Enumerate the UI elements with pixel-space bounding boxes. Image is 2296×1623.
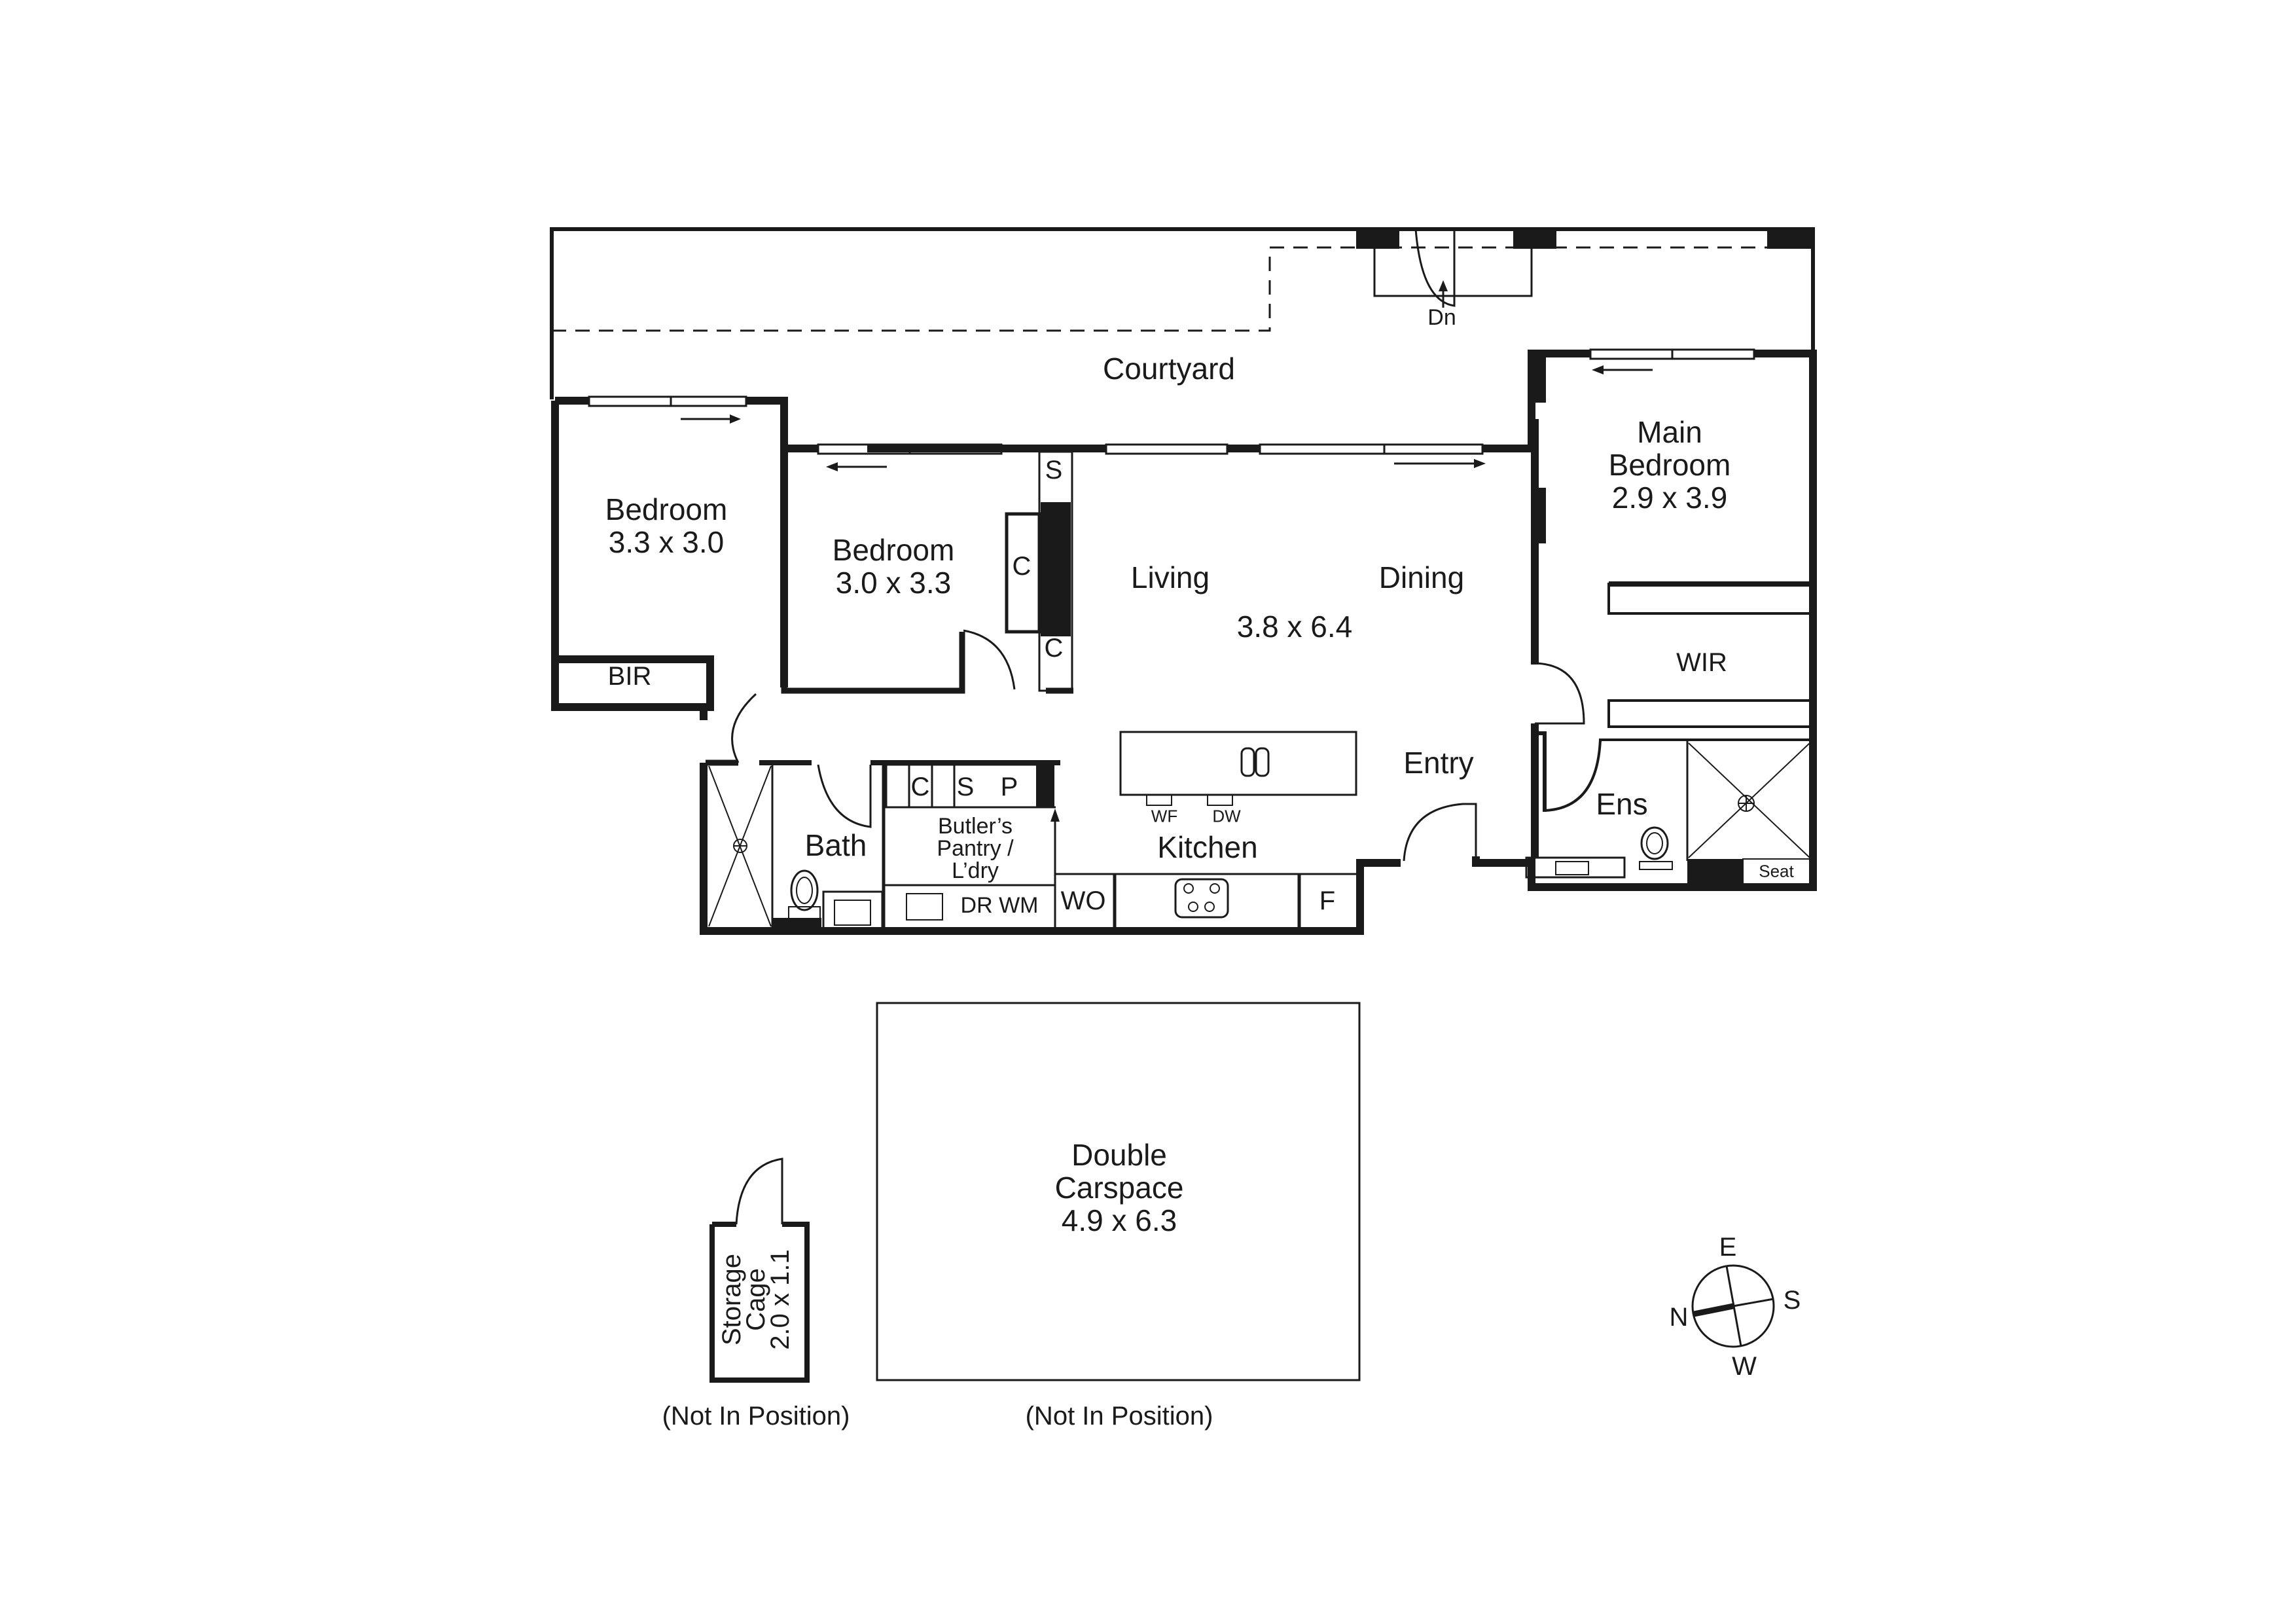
room-label-living: Living <box>1130 560 1210 594</box>
room-label-dining: Dining <box>1378 560 1465 594</box>
room-label-courtyard: Courtyard <box>1103 351 1235 386</box>
room-label-main-bedroom-line1: Main <box>1637 414 1702 449</box>
room-dims-living-dining: 3.8 x 6.4 <box>1236 609 1353 644</box>
room-label-butlers-pantry-line2: Pantry / <box>937 836 1014 862</box>
carspace-outline <box>876 1002 1361 1381</box>
room-dims-bedroom-mid: 3.0 x 3.3 <box>835 565 952 600</box>
south-walls <box>700 707 1532 935</box>
pantry-p-label: P <box>1000 773 1018 801</box>
bedroom-west-walls <box>551 397 788 711</box>
compass-east-label: E <box>1719 1233 1737 1262</box>
wine-fridge-label: WF <box>1151 806 1178 826</box>
room-label-butlers-pantry-line3: L’dry <box>952 858 999 884</box>
wall-oven-label: WO <box>1060 886 1106 915</box>
compass-west-label: W <box>1732 1352 1757 1381</box>
compass-south-label: S <box>1783 1286 1801 1315</box>
storage-cage-dims: 2.0 x 1.1 <box>766 1249 795 1350</box>
dryer-washer-label: DR WM <box>960 893 1039 919</box>
bedroom-west-window <box>588 395 747 407</box>
courtyard-boundary <box>550 227 1815 399</box>
room-label-bedroom-mid: Bedroom <box>832 532 955 567</box>
kitchen-island <box>1119 731 1357 796</box>
storage-cage-outline <box>709 1222 810 1383</box>
room-label-ens: Ens <box>1596 786 1648 821</box>
carspace-dims: 4.9 x 6.3 <box>1061 1203 1177 1237</box>
bedroom-mid-walls <box>781 632 1073 694</box>
compass-icon <box>1691 1264 1775 1348</box>
room-dims-bedroom-west: 3.3 x 3.0 <box>608 524 725 559</box>
stair-down-label: Dn <box>1427 305 1456 331</box>
room-dims-main-bedroom: 2.9 x 3.9 <box>1611 480 1728 515</box>
room-label-wir: WIR <box>1676 648 1727 677</box>
cupboard-c1-label: C <box>1012 552 1031 581</box>
room-label-kitchen: Kitchen <box>1157 830 1258 864</box>
carspace-label-line2: Carspace <box>1054 1170 1184 1205</box>
dishwasher-label: DW <box>1212 806 1241 826</box>
pantry-s-label: S <box>956 773 975 801</box>
room-label-entry: Entry <box>1403 745 1474 780</box>
room-label-main-bedroom-line2: Bedroom <box>1608 447 1731 482</box>
cupboard-c2-label: C <box>1044 634 1064 663</box>
room-label-bir: BIR <box>607 662 652 691</box>
storage-cage-note: (Not In Position) <box>662 1402 850 1431</box>
seat-label: Seat <box>1759 861 1794 881</box>
fridge-label: F <box>1319 886 1336 915</box>
compass-north-label: N <box>1669 1303 1689 1332</box>
pantry-c-label: C <box>910 773 930 801</box>
carspace-note: (Not In Position) <box>1025 1402 1213 1431</box>
room-label-bedroom-west: Bedroom <box>605 492 728 526</box>
room-label-butlers-pantry-line1: Butler’s <box>937 814 1013 839</box>
cupboard-s-label: S <box>1045 456 1063 484</box>
carspace-label-line1: Double <box>1071 1137 1167 1172</box>
room-label-bath: Bath <box>804 828 867 862</box>
